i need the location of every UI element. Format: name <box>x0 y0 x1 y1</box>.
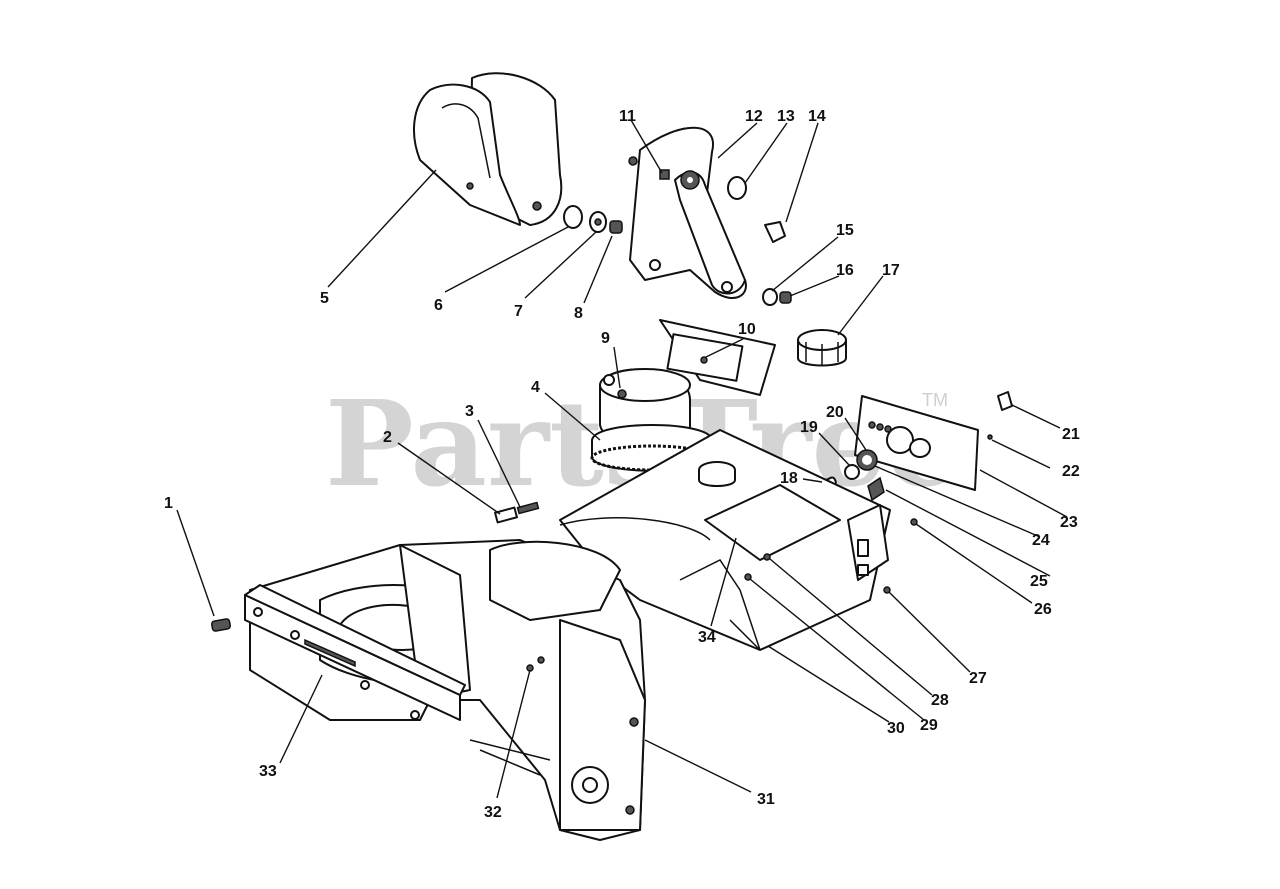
callout-24: 24 <box>1032 532 1050 549</box>
callout-26: 26 <box>1034 601 1052 618</box>
chute-deflector <box>413 72 563 226</box>
hardware-13-14-15-16 <box>727 176 792 306</box>
washers-6-7-8 <box>563 205 623 234</box>
callout-16: 16 <box>836 262 854 279</box>
callout-13: 13 <box>777 108 795 125</box>
callout-19: 19 <box>800 419 818 436</box>
callout-25: 25 <box>1030 573 1048 590</box>
control-panel <box>854 391 1013 491</box>
deflector-bracket <box>628 126 747 299</box>
knob <box>797 329 847 367</box>
callout-31: 31 <box>757 791 775 808</box>
callout-3: 3 <box>465 403 474 420</box>
callout-20: 20 <box>826 404 844 421</box>
switch-hardware <box>817 449 918 526</box>
main-housing <box>559 429 891 651</box>
callout-29: 29 <box>920 717 938 734</box>
callout-5: 5 <box>320 290 329 307</box>
callout-28: 28 <box>931 692 949 709</box>
callout-7: 7 <box>514 303 523 320</box>
callout-23: 23 <box>1060 514 1078 531</box>
callout-11: 11 <box>619 108 636 125</box>
callout-9: 9 <box>601 330 610 347</box>
chute-base-ring <box>590 319 776 472</box>
callout-32: 32 <box>484 804 502 821</box>
callout-21: 21 <box>1062 426 1080 443</box>
callout-22: 22 <box>1062 463 1080 480</box>
callout-6: 6 <box>434 297 443 314</box>
callout-33: 33 <box>259 763 277 780</box>
callout-30: 30 <box>887 720 905 737</box>
callout-34: 34 <box>698 629 716 646</box>
callout-12: 12 <box>745 108 763 125</box>
callout-labels: 1 2 3 4 5 6 7 8 9 10 11 12 13 14 15 16 1… <box>164 108 1080 821</box>
watermark-trademark: TM <box>922 390 948 410</box>
callout-2: 2 <box>383 429 392 446</box>
callout-14: 14 <box>808 108 826 125</box>
callout-10: 10 <box>738 321 756 338</box>
callout-15: 15 <box>836 222 854 239</box>
callout-1: 1 <box>164 495 173 512</box>
scraper-bar <box>244 584 466 721</box>
leader-lines <box>176 119 1068 799</box>
callout-27: 27 <box>969 670 987 687</box>
callout-4: 4 <box>531 379 540 396</box>
small-hardware <box>210 501 891 672</box>
callout-8: 8 <box>574 305 583 322</box>
callout-17: 17 <box>882 262 900 279</box>
callout-18: 18 <box>780 470 798 487</box>
